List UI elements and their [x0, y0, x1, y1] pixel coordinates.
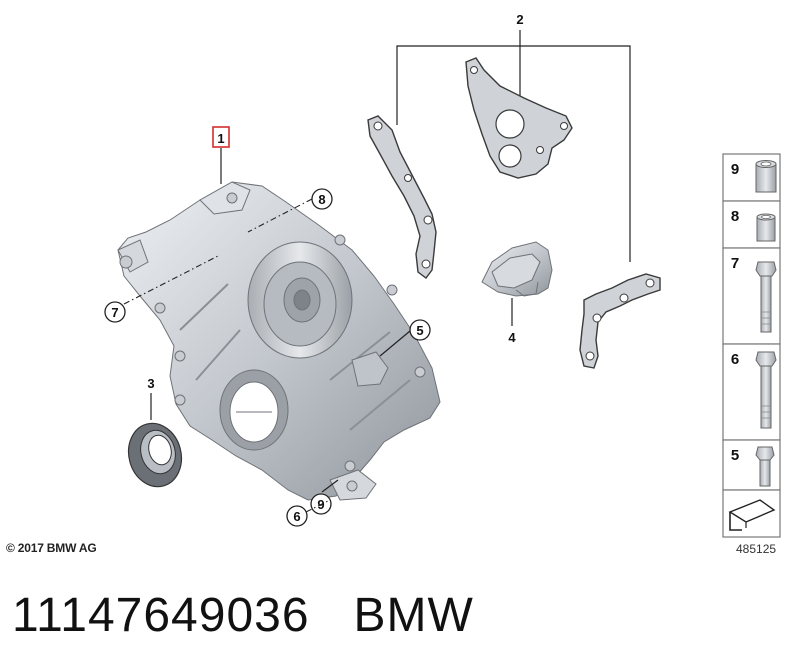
callout-2: 2: [516, 12, 523, 27]
callout-group-6: 6: [286, 499, 331, 527]
timing-cover-part-1[interactable]: [117, 181, 441, 501]
sleeve-small-icon: [756, 213, 776, 242]
segment-part-4[interactable]: [481, 241, 553, 326]
callout-group-1: 1: [212, 126, 230, 184]
callout-5: 5: [416, 323, 423, 338]
gasket-left[interactable]: [367, 115, 437, 279]
arrow-symbol-icon: [728, 499, 776, 531]
callout-6: 6: [293, 509, 300, 524]
callout-3: 3: [147, 376, 154, 391]
panel-label-6: 6: [731, 351, 739, 368]
highlight-box: [212, 126, 230, 148]
part-number: 11147649036: [12, 589, 310, 642]
callout-1: 1: [217, 131, 224, 146]
panel-label-9: 9: [731, 161, 739, 178]
callout-group-7: 7: [104, 255, 219, 323]
panel-label-5: 5: [731, 447, 739, 464]
gasket-group-2: [396, 30, 631, 262]
callout-8: 8: [318, 192, 325, 207]
leader-2-bracket: [396, 45, 631, 262]
gasket-right[interactable]: [579, 273, 661, 369]
seal-part-3[interactable]: [122, 393, 189, 493]
copyright-notice: © 2017 BMW AG: [6, 541, 97, 555]
part-line: 11147649036 BMW: [12, 588, 474, 643]
callout-group-8: 8: [247, 188, 333, 233]
brand-name: BMW: [353, 589, 474, 642]
panel-label-7: 7: [731, 255, 739, 272]
callout-7: 7: [111, 305, 118, 320]
callout-group-5: 5: [379, 319, 431, 357]
bolt-flange-icon: [755, 351, 777, 429]
diagram-id: 485125: [736, 542, 777, 556]
bolt-short-icon: [755, 446, 775, 487]
parts-diagram: 1 2 3 4 8 7 5 9 6 9: [104, 12, 781, 538]
callout-4: 4: [508, 330, 516, 345]
sleeve-large-icon: [755, 160, 777, 193]
panel-label-8: 8: [731, 208, 739, 225]
fastener-panel: 9 8 7 6 5: [722, 153, 781, 538]
bolt-long-icon: [755, 261, 777, 333]
